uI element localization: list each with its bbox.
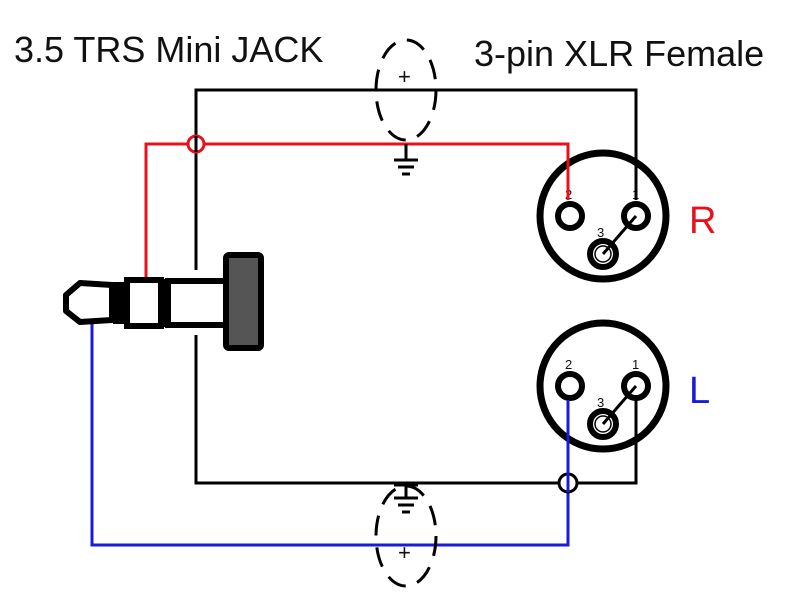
ground-icon bbox=[394, 144, 418, 176]
xlr-connector-left: 2 1 3 bbox=[536, 319, 670, 453]
shield-dashed-ellipse-bottom bbox=[374, 484, 438, 588]
xlr-pin-3-inner-right bbox=[594, 245, 612, 263]
pin-label-2-left: 2 bbox=[565, 357, 572, 372]
shield-symbol-bottom: + bbox=[374, 483, 438, 588]
plug-sleeve bbox=[165, 278, 229, 328]
channel-label-left: L bbox=[689, 370, 710, 412]
shield-dashed-ellipse-top bbox=[374, 38, 438, 142]
title-trs-jack: 3.5 TRS Mini JACK bbox=[14, 29, 323, 70]
plug-insulator-1 bbox=[113, 282, 125, 324]
plus-sign-top: + bbox=[398, 64, 411, 89]
pin-label-3-left: 3 bbox=[597, 395, 604, 410]
pin-label-3-right: 3 bbox=[597, 225, 604, 240]
xlr-pin-2-left bbox=[555, 371, 585, 401]
plug-insulator-2 bbox=[160, 279, 168, 327]
plug-tip bbox=[63, 280, 115, 325]
trs-plug-icon bbox=[63, 252, 264, 351]
pin-label-1-left: 1 bbox=[632, 357, 639, 372]
ground-icon bbox=[394, 483, 418, 514]
pin-1-3-link-right bbox=[601, 215, 638, 255]
xlr-connector-right: 2 1 3 bbox=[536, 149, 670, 283]
xlr-pin-2-right bbox=[555, 201, 585, 231]
right-channel-wire bbox=[144, 142, 570, 282]
channel-label-right: R bbox=[689, 200, 716, 242]
plug-handle bbox=[223, 252, 264, 351]
xlr-pin-3-inner-left bbox=[594, 415, 612, 433]
plug-ring bbox=[124, 277, 164, 329]
shield-symbol-top: + bbox=[374, 38, 438, 176]
left-channel-wire bbox=[90, 324, 570, 547]
title-xlr-female: 3-pin XLR Female bbox=[474, 33, 764, 74]
plus-sign-bottom: + bbox=[398, 540, 411, 565]
pin-1-3-link-left bbox=[601, 385, 638, 425]
